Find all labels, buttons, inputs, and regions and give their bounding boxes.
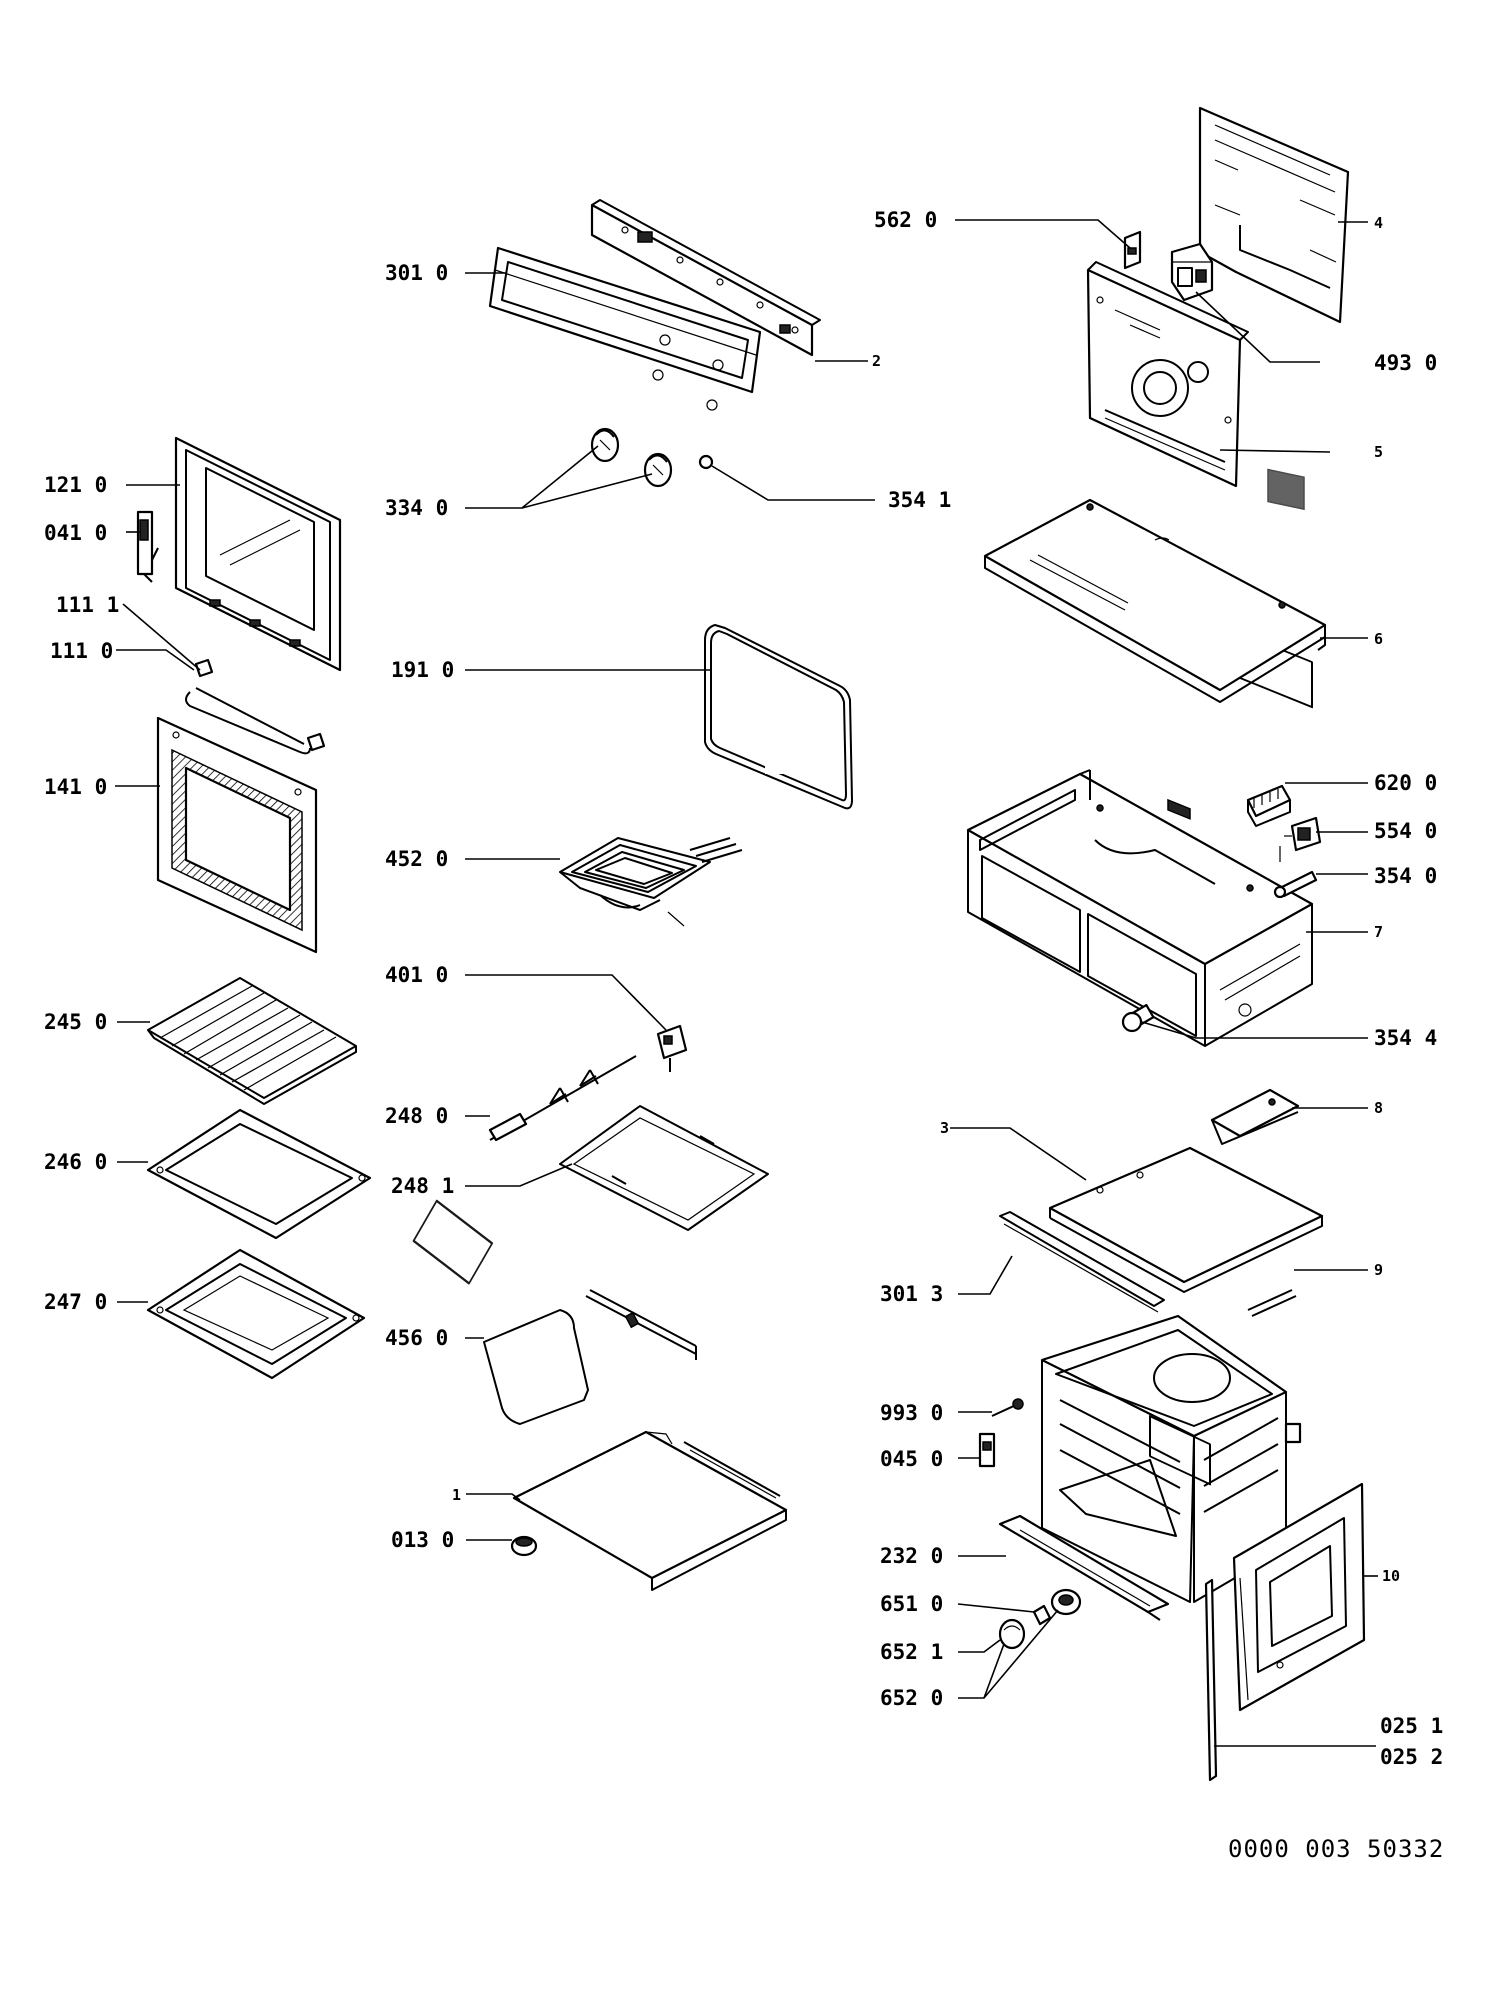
oven-gasket-part: [704, 624, 853, 810]
label-452-0: 452 0: [385, 847, 448, 871]
fan-motor-part: [1170, 242, 1214, 302]
label-493-0: 493 0: [1374, 351, 1437, 375]
rotisserie-frame-part: [483, 1289, 697, 1425]
control-panel-bracket-part: [590, 199, 821, 357]
drip-tray-part: [559, 1105, 769, 1231]
screw-part: [991, 1398, 1024, 1417]
deep-tray-part: [146, 1248, 366, 1380]
label-9: 9: [1374, 1261, 1383, 1279]
label-993-0: 993 0: [880, 1401, 943, 1425]
foot-part: [510, 1535, 538, 1557]
label-121-0: 121 0: [44, 473, 107, 497]
rear-housing-part: [966, 769, 1314, 1486]
label-025-2: 025 2: [1380, 1745, 1443, 1769]
label-045-0: 045 0: [880, 1447, 943, 1471]
fascia-strip-part: [998, 1514, 1170, 1621]
label-456-0: 456 0: [385, 1326, 448, 1350]
label-025-1: 025 1: [1380, 1714, 1443, 1738]
side-panel-part: [1232, 1482, 1366, 1712]
part-labels: 301 0 2 562 0 4 493 0 5 121 0 041 0 334 …: [44, 208, 1444, 1863]
label-041-0: 041 0: [44, 521, 107, 545]
bottom-cover-part: [512, 1430, 788, 1591]
timer-knob-part: [998, 1588, 1082, 1650]
label-246-0: 246 0: [44, 1150, 107, 1174]
label-7: 7: [1374, 923, 1383, 941]
baking-tray-part: [146, 1108, 372, 1240]
outer-door-glass-part: [156, 716, 318, 954]
label-10: 10: [1382, 1567, 1400, 1585]
label-651-0: 651 0: [880, 1592, 943, 1616]
control-panel-frame-part: [488, 246, 762, 411]
label-3: 3: [940, 1119, 949, 1137]
label-141-0: 141 0: [44, 775, 107, 799]
label-620-0: 620 0: [1374, 771, 1437, 795]
back-panel-part: [1086, 261, 1249, 820]
label-6: 6: [1374, 630, 1383, 648]
label-354-0: 354 0: [1374, 864, 1437, 888]
side-rail-part: [999, 1211, 1165, 1313]
lamp-holder-part: [1121, 1003, 1155, 1033]
rod-part: [1247, 1289, 1297, 1317]
inner-door-part: [174, 436, 342, 672]
hinge-receiver-part: [978, 1432, 996, 1468]
label-248-1: 248 1: [391, 1174, 454, 1198]
clip-part: [1123, 230, 1142, 270]
label-652-0: 652 0: [880, 1686, 943, 1710]
label-191-0: 191 0: [391, 658, 454, 682]
leader-lines: [115, 219, 1378, 1747]
label-111-1: 111 1: [56, 593, 119, 617]
label-2: 2: [872, 352, 881, 370]
grill-element-part: [559, 837, 743, 927]
oven-top-panel-part: [412, 498, 1327, 1285]
label-111-0: 111 0: [50, 639, 113, 663]
thermostat-part: [656, 1024, 688, 1072]
label-554-0: 554 0: [1374, 819, 1437, 843]
door-handle-part: [185, 658, 326, 755]
selector-switch-part: [1279, 816, 1322, 862]
lamp-part: [1273, 870, 1318, 899]
label-401-0: 401 0: [385, 963, 448, 987]
label-8: 8: [1374, 1099, 1383, 1117]
control-knob-part: [590, 427, 714, 488]
label-1: 1: [452, 1486, 461, 1504]
label-245-0: 245 0: [44, 1010, 107, 1034]
label-247-0: 247 0: [44, 1290, 107, 1314]
rotisserie-spit-part: [488, 1055, 637, 1142]
side-bracket-part: [1210, 1088, 1300, 1145]
label-5: 5: [1374, 443, 1383, 461]
oven-rack-part: [147, 977, 357, 1105]
label-301-0: 301 0: [385, 261, 448, 285]
label-354-4: 354 4: [1374, 1026, 1437, 1050]
label-334-0: 334 0: [385, 496, 448, 520]
label-652-1: 652 1: [880, 1640, 943, 1664]
document-reference-number: 0000 003 50332: [1228, 1835, 1444, 1863]
door-trim-strip-part: [1204, 1578, 1218, 1782]
terminal-block-part: [1246, 784, 1292, 827]
label-301-3: 301 3: [880, 1282, 943, 1306]
label-248-0: 248 0: [385, 1104, 448, 1128]
label-013-0: 013 0: [391, 1528, 454, 1552]
label-232-0: 232 0: [880, 1544, 943, 1568]
oven-cavity-part: [1040, 1314, 1302, 1603]
label-354-1: 354 1: [888, 488, 951, 512]
hinge-part: [136, 510, 159, 583]
label-562-0: 562 0: [874, 208, 937, 232]
base-panel-part: [1048, 1146, 1324, 1293]
label-4: 4: [1374, 214, 1383, 232]
